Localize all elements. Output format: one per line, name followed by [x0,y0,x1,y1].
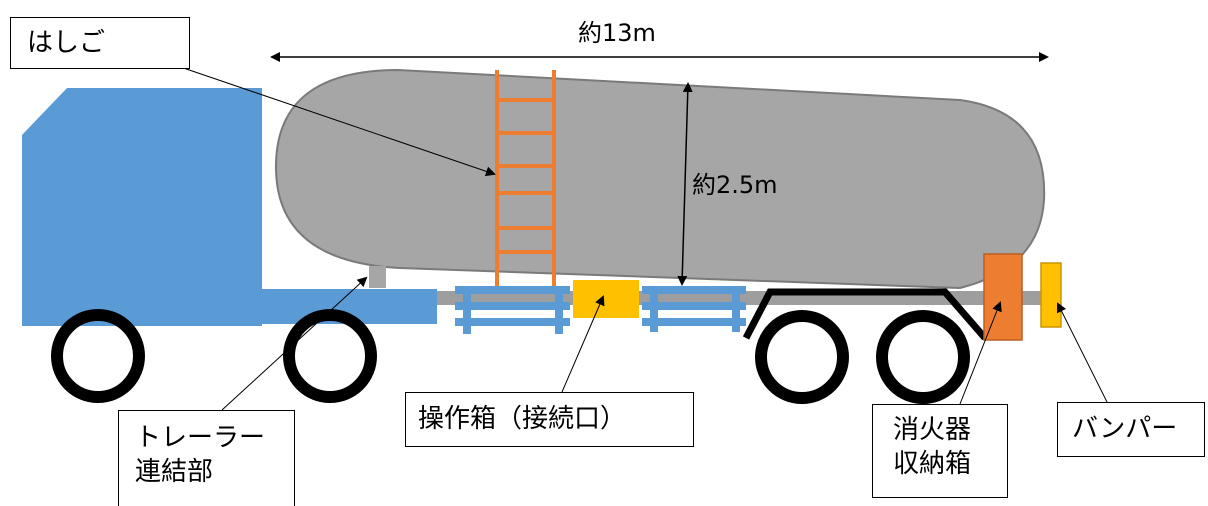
callout-coupling-line1: トレーラー [135,423,266,453]
callout-extinguisher-line2: 収納箱 [893,449,972,479]
wheels [51,309,970,404]
height-dimension-arrow [677,82,693,286]
callout-coupling-line2: 連結部 [135,457,214,487]
leader-bumper [1057,302,1108,403]
leader-coupling [221,276,368,411]
callout-control-box: 操作箱（接続口） [405,392,694,447]
side-guard-left [455,286,570,334]
height-dimension-label: 約2.5m [692,171,778,199]
callout-ladder-text: はしご [27,28,106,58]
control-box [573,280,639,318]
extinguisher-box [983,253,1023,341]
callout-trailer-coupling: トレーラー 連結部 [118,410,295,506]
leader-control-box [561,295,605,393]
tractor-cab [22,88,262,326]
wheel-front [51,309,145,403]
callout-control-box-text: 操作箱（接続口） [418,404,627,434]
leader-ladder [159,59,496,177]
wheel-trailer-2 [876,310,970,404]
length-dimension-label: 約13m [578,19,656,47]
callout-ladder: はしご [10,17,190,69]
callout-bumper-text: バンパー [1072,414,1178,444]
callout-extinguisher-box: 消火器 収納箱 [872,404,1008,498]
tank-body [274,68,1046,290]
bumper [1040,262,1062,328]
callout-bumper: バンパー [1057,402,1205,457]
leader-extinguisher [959,301,1002,405]
wheel-drive [283,309,377,403]
coupling-post [369,266,386,288]
ladder [495,70,556,286]
wheel-trailer-1 [755,310,849,404]
mudguard [742,288,988,341]
side-guard-right [642,286,746,332]
callout-extinguisher-line1: 消火器 [893,415,972,445]
